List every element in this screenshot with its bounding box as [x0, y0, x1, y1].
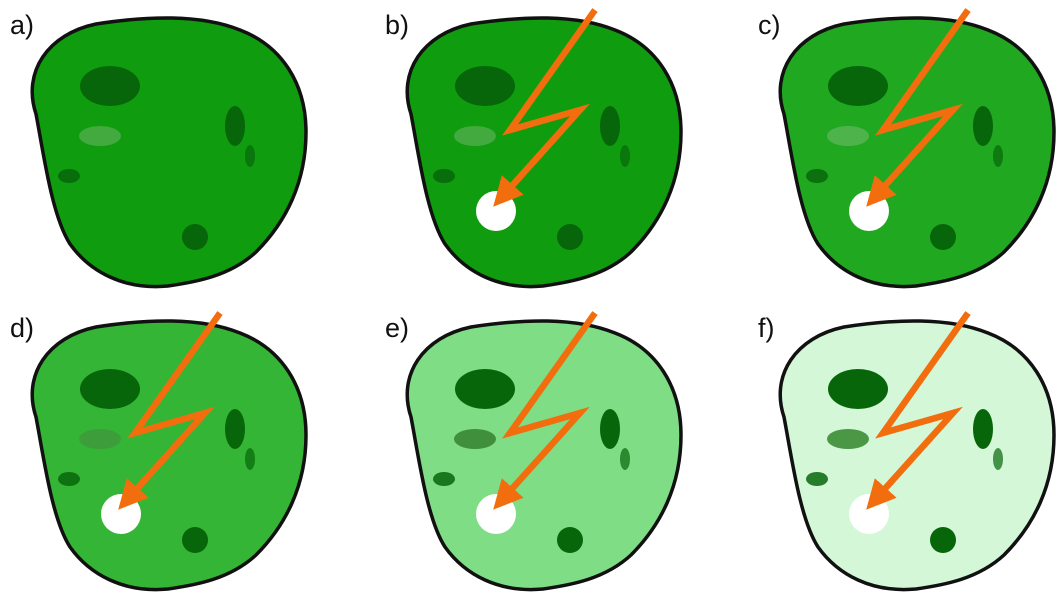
organelle-pale — [454, 429, 496, 449]
organelle-large — [828, 369, 888, 409]
organelle-pale — [79, 126, 121, 146]
damage-hole — [476, 494, 516, 534]
cell-diagram — [30, 16, 308, 289]
panel-f: f) — [748, 303, 1058, 606]
organelle-large — [455, 66, 515, 106]
organelle-tiny — [993, 448, 1003, 470]
organelle-small-left — [433, 472, 455, 486]
organelle-round — [557, 527, 583, 553]
damage-hole — [101, 494, 141, 534]
cell-body — [30, 16, 308, 289]
organelle-elongated — [973, 106, 993, 146]
organelle-elongated — [600, 106, 620, 146]
lightning-arrow — [866, 8, 971, 207]
panel-e: e) — [375, 303, 727, 606]
organelle-pale — [79, 429, 121, 449]
damage-hole — [849, 191, 889, 231]
lightning-arrow — [493, 311, 598, 510]
organelle-round — [930, 527, 956, 553]
cell-diagram — [778, 311, 1056, 592]
organelle-round — [182, 527, 208, 553]
organelle-large — [80, 66, 140, 106]
cell-diagram — [778, 8, 1056, 289]
lightning-arrow — [118, 311, 223, 510]
organelle-tiny — [245, 145, 255, 167]
lightning-arrow — [493, 8, 598, 207]
panel-label: a) — [10, 10, 35, 40]
organelle-elongated — [225, 106, 245, 146]
panel-label: f) — [758, 313, 775, 343]
panel-label: c) — [758, 10, 781, 40]
organelle-large — [80, 369, 140, 409]
cell-diagram — [405, 311, 683, 592]
organelle-tiny — [620, 145, 630, 167]
cell-diagram — [30, 311, 308, 592]
panel-c: c) — [748, 0, 1058, 303]
organelle-large — [455, 369, 515, 409]
panel-a: a) — [0, 0, 352, 303]
organelle-large — [828, 66, 888, 106]
organelle-elongated — [973, 409, 993, 449]
organelle-tiny — [245, 448, 255, 470]
panel-b: b) — [375, 0, 727, 303]
panel-label: e) — [385, 313, 410, 343]
organelle-small-left — [806, 169, 828, 183]
organelle-tiny — [993, 145, 1003, 167]
organelle-pale — [827, 126, 869, 146]
organelle-round — [557, 224, 583, 250]
organelle-pale — [454, 126, 496, 146]
organelle-small-left — [58, 169, 80, 183]
organelle-small-left — [433, 169, 455, 183]
panel-label: b) — [385, 10, 410, 40]
organelle-round — [930, 224, 956, 250]
damage-hole — [849, 494, 889, 534]
organelle-small-left — [58, 472, 80, 486]
organelle-small-left — [806, 472, 828, 486]
damage-hole — [476, 191, 516, 231]
organelle-elongated — [225, 409, 245, 449]
lightning-arrow — [866, 311, 971, 510]
organelle-elongated — [600, 409, 620, 449]
cell-diagram — [405, 8, 683, 289]
panel-d: d) — [0, 303, 352, 606]
organelle-tiny — [620, 448, 630, 470]
organelle-pale — [827, 429, 869, 449]
panel-label: d) — [10, 313, 35, 343]
organelle-round — [182, 224, 208, 250]
